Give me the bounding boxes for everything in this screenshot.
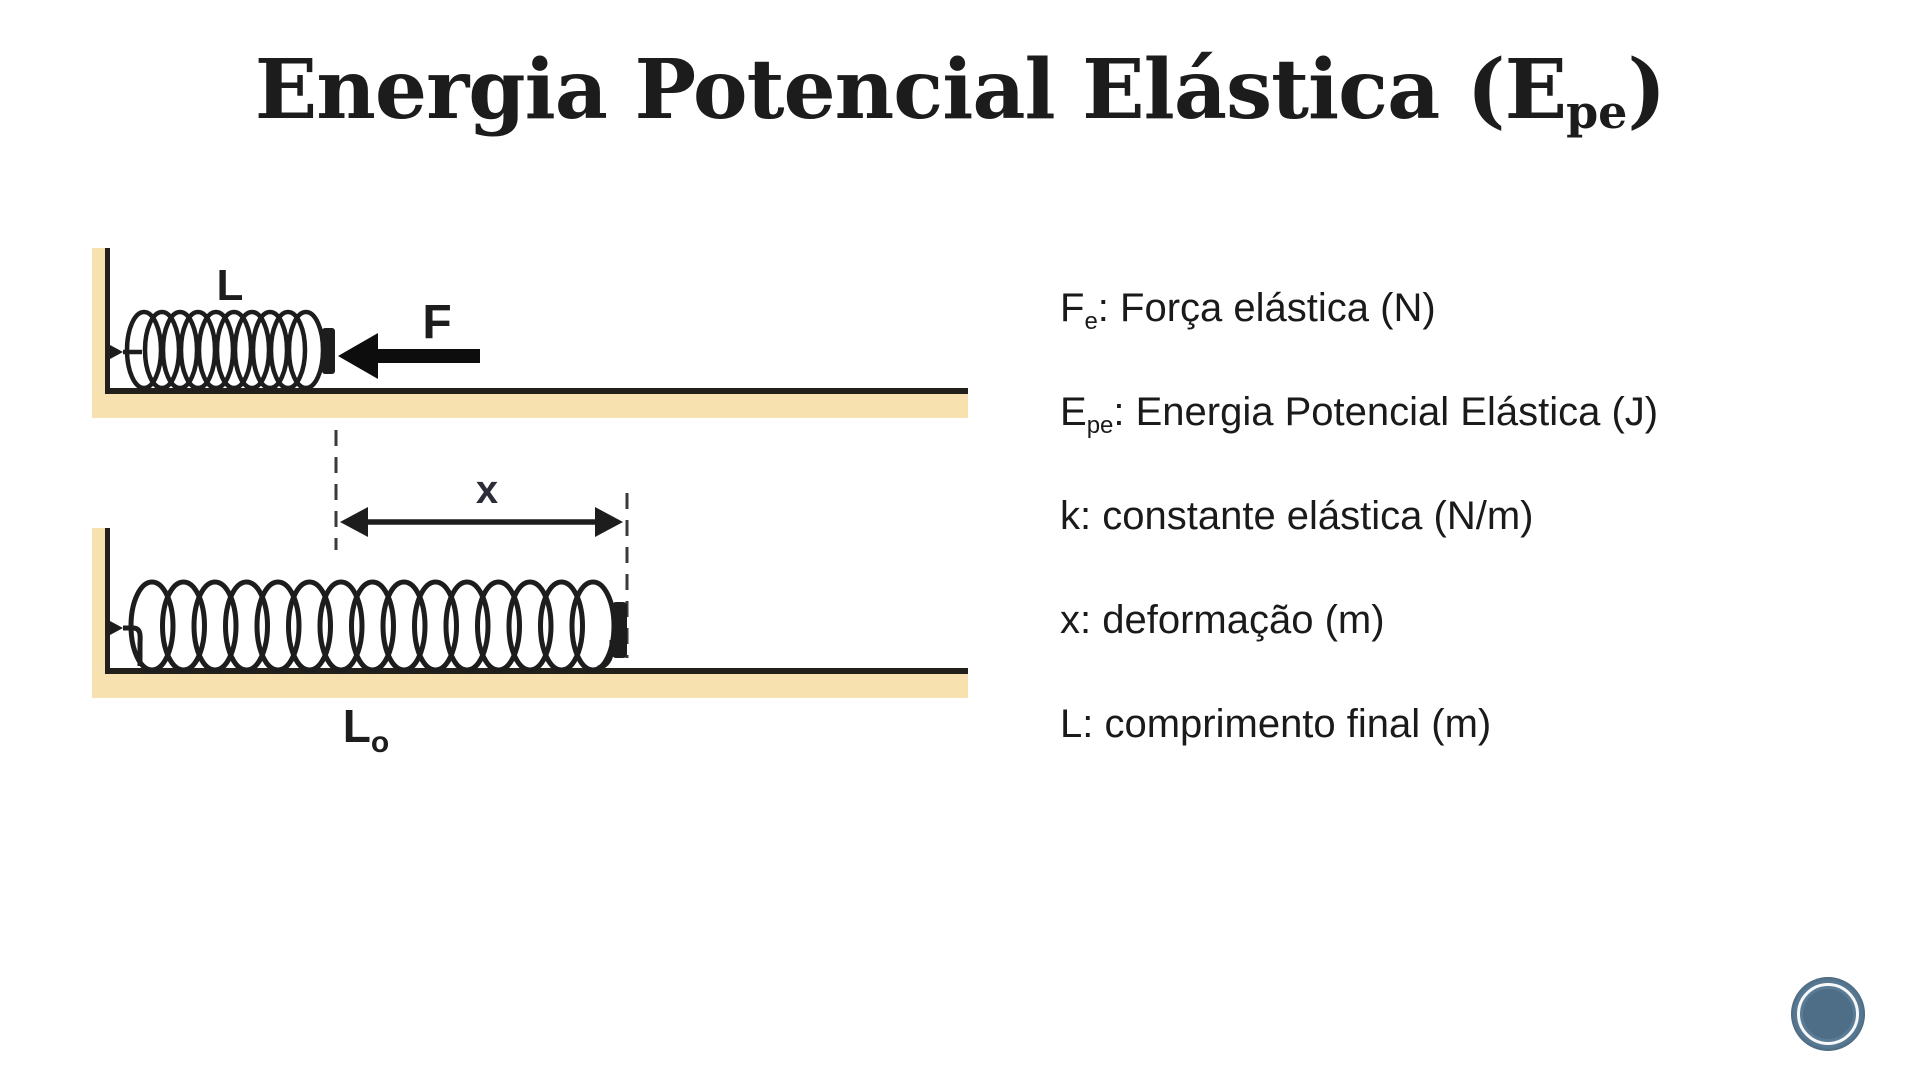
brand-logo-icon bbox=[1791, 977, 1865, 1051]
definition-item: L: comprimento final (m) bbox=[1060, 672, 1880, 776]
rest-length-label: Lo bbox=[343, 700, 389, 759]
force-arrow bbox=[338, 333, 480, 379]
definition-item: Epe: Energia Potencial Elástica (J) bbox=[1060, 360, 1880, 464]
page-title-suffix: ) bbox=[1627, 42, 1666, 138]
definition-text: : Força elástica (N) bbox=[1097, 286, 1436, 330]
rest-length-label-sub: o bbox=[371, 726, 389, 759]
bottom-spring-end-wire bbox=[597, 639, 615, 671]
deformation-label: x bbox=[476, 468, 498, 512]
bottom-wall-line bbox=[105, 528, 110, 674]
bottom-floor-wood bbox=[92, 674, 968, 698]
page-title-subscript: pe bbox=[1566, 85, 1628, 140]
compressed-length-label: L bbox=[217, 261, 244, 310]
bottom-floor-line bbox=[105, 668, 968, 674]
deformation-arrow bbox=[340, 507, 623, 537]
definition-text: : Energia Potencial Elástica (J) bbox=[1113, 390, 1659, 434]
definitions-list: Fe: Força elástica (N) Epe: Energia Pote… bbox=[1060, 256, 1880, 776]
brand-logo-ring bbox=[1797, 983, 1859, 1045]
bottom-wall-wood bbox=[92, 528, 105, 696]
definition-text: : constante elástica (N/m) bbox=[1080, 494, 1534, 538]
force-arrow-head bbox=[338, 333, 378, 379]
bottom-spring-block bbox=[612, 602, 627, 658]
spring-diagram: L F x bbox=[92, 248, 968, 759]
definition-symbol-subscript: e bbox=[1084, 307, 1098, 335]
relaxed-spring-assembly: Lo bbox=[92, 528, 968, 759]
deformation-measurement: x bbox=[334, 430, 629, 658]
compressed-spring-coils bbox=[124, 309, 326, 391]
deformation-arrow-head-right bbox=[595, 507, 623, 537]
force-arrow-shaft bbox=[372, 349, 480, 363]
compressed-spring-assembly: L F bbox=[92, 248, 968, 418]
bottom-spring-anchor bbox=[110, 621, 123, 635]
top-spring-block bbox=[322, 328, 335, 374]
top-spring-anchor bbox=[110, 345, 123, 359]
relaxed-spring-coils bbox=[128, 579, 617, 673]
definition-symbol: E bbox=[1060, 390, 1087, 434]
page-title: Energia Potencial Elástica (Epe) bbox=[0, 42, 1920, 140]
definition-symbol: x bbox=[1060, 598, 1080, 642]
top-wall-line bbox=[105, 248, 110, 394]
top-floor-wood bbox=[92, 394, 968, 418]
top-floor-line bbox=[105, 388, 968, 394]
definition-symbol: L bbox=[1060, 702, 1083, 746]
definition-symbol: k bbox=[1060, 494, 1080, 538]
definition-symbol-subscript: pe bbox=[1086, 411, 1114, 439]
definition-symbol: F bbox=[1060, 286, 1085, 330]
definition-text: : deformação (m) bbox=[1080, 598, 1385, 642]
definition-text: : comprimento final (m) bbox=[1082, 702, 1492, 746]
force-label: F bbox=[422, 296, 451, 349]
page-title-text: Energia Potencial Elástica (E bbox=[254, 42, 1567, 138]
definition-item: Fe: Força elástica (N) bbox=[1060, 256, 1880, 360]
top-wall-wood bbox=[92, 248, 105, 416]
definition-item: x: deformação (m) bbox=[1060, 568, 1880, 672]
definition-item: k: constante elástica (N/m) bbox=[1060, 464, 1880, 568]
rest-length-label-main: L bbox=[343, 700, 371, 752]
deformation-arrow-head-left bbox=[340, 507, 368, 537]
